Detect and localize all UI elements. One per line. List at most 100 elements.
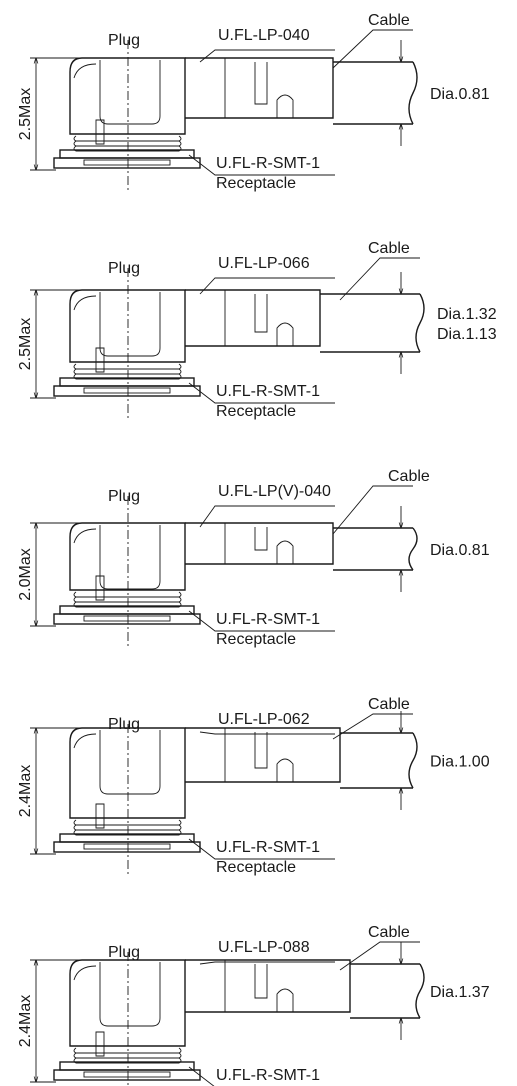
- crimp-tab: [276, 988, 294, 1012]
- receptacle-base: [53, 1069, 201, 1081]
- diameter-label-2: Dia.1.13: [437, 326, 497, 343]
- diameter-label: Dia.1.37: [430, 984, 490, 1001]
- plug-cavity: [99, 525, 161, 590]
- receptacle-pad: [83, 1071, 171, 1078]
- crimp-body: [185, 57, 334, 119]
- receptacle-label: Receptacle: [216, 175, 296, 192]
- height-label: 2.5Max: [17, 318, 34, 370]
- shell-arc: [73, 528, 97, 544]
- plug-cavity: [99, 962, 161, 1027]
- cable-label: Cable: [368, 12, 410, 29]
- latch: [95, 347, 105, 373]
- plug-body: [69, 959, 186, 1047]
- part-leader: [199, 277, 335, 295]
- receptacle-label: Receptacle: [216, 403, 296, 420]
- contact-ring: [73, 1057, 182, 1064]
- connector-diagram-2: 2.5Max Plug U.FL-LP-066 CableU.FL-R-SMT-1Re…: [17, 240, 497, 420]
- latch: [95, 575, 105, 601]
- part-leader: [199, 505, 335, 528]
- cable-leader: [332, 29, 413, 69]
- crimp-body: [185, 522, 334, 565]
- height-label: 2.5Max: [17, 88, 34, 140]
- height-label: 2.4Max: [17, 765, 34, 817]
- contact-ring: [73, 601, 182, 608]
- part-number-label: U.FL-LP-040: [218, 27, 310, 44]
- contact-ring: [73, 363, 182, 370]
- receptacle-part-label: U.FL-R-SMT-1: [216, 383, 320, 400]
- latch: [95, 1031, 105, 1057]
- contact-ring: [73, 819, 182, 826]
- plug-label: Plug: [108, 944, 140, 961]
- receptacle-part-label: U.FL-R-SMT-1: [216, 155, 320, 172]
- receptacle-base: [53, 157, 201, 169]
- cable-leader: [332, 485, 413, 535]
- cable-label: Cable: [368, 240, 410, 257]
- receptacle-part-label: U.FL-R-SMT-1: [216, 1067, 320, 1084]
- receptacle-pad: [83, 387, 171, 394]
- receptacle-leader: [188, 610, 335, 632]
- contact-ring: [73, 1047, 182, 1054]
- cable-label: Cable: [368, 924, 410, 941]
- diameter-label: Dia.0.81: [430, 86, 490, 103]
- crimp-body: [185, 959, 351, 1013]
- height-label: 2.4Max: [17, 995, 34, 1047]
- plug-label: Plug: [108, 260, 140, 277]
- plug-body: [69, 289, 186, 363]
- cable-break: [408, 61, 418, 125]
- part-number-label: U.FL-LP-062: [218, 711, 310, 728]
- latch: [95, 119, 105, 145]
- crimp-slot: [254, 62, 268, 105]
- plug-body: [69, 727, 186, 819]
- shell-arc: [73, 965, 97, 981]
- crimp-slot: [254, 527, 268, 551]
- contact-ring: [73, 1052, 182, 1059]
- shell-arc: [73, 63, 97, 79]
- diameter-label: Dia.1.00: [430, 754, 490, 771]
- cable-leader: [339, 257, 420, 301]
- crimp-tab: [276, 94, 294, 118]
- crimp-body: [185, 289, 321, 347]
- crimp-slot: [254, 964, 268, 999]
- receptacle-part-label: U.FL-R-SMT-1: [216, 611, 320, 628]
- receptacle-label: Receptacle: [216, 859, 296, 876]
- cable-leader: [332, 713, 413, 740]
- receptacle-base: [53, 385, 201, 397]
- contact-ring: [73, 829, 182, 836]
- receptacle-base: [53, 613, 201, 625]
- crimp-tab: [276, 540, 294, 564]
- contact-ring: [73, 368, 182, 375]
- receptacle-pad: [83, 159, 171, 166]
- contact-ring: [73, 373, 182, 380]
- part-number-label: U.FL-LP-066: [218, 255, 310, 272]
- plug-body: [69, 522, 186, 591]
- cable-label: Cable: [388, 468, 430, 485]
- shell-arc: [73, 733, 97, 749]
- cable-leader: [339, 941, 420, 971]
- part-leader: [199, 731, 335, 735]
- crimp-slot: [254, 294, 268, 333]
- plug-cavity: [99, 60, 161, 125]
- plug-label: Plug: [108, 716, 140, 733]
- contact-ring: [73, 596, 182, 603]
- crimp-tab: [276, 322, 294, 346]
- plug-label: Plug: [108, 488, 140, 505]
- cable-break: [415, 293, 425, 353]
- cable-break: [408, 732, 418, 789]
- crimp-tab: [276, 758, 294, 782]
- diameter-label: Dia.1.32: [437, 306, 497, 323]
- receptacle-leader: [188, 154, 335, 176]
- receptacle-leader: [188, 838, 335, 860]
- cable-break: [415, 963, 425, 1019]
- receptacle-leader: [188, 382, 335, 404]
- connector-diagram-5: 2.4MaxPlugU.FL-LP-088CableU.FL-R-SMT-1Re…: [17, 924, 490, 1086]
- part-number-label: U.FL-LP(V)-040: [218, 483, 331, 500]
- plug-cavity: [99, 730, 161, 795]
- part-leader: [199, 961, 335, 965]
- plug-body: [69, 57, 186, 135]
- crimp-slot: [254, 732, 268, 769]
- contact-ring: [73, 824, 182, 831]
